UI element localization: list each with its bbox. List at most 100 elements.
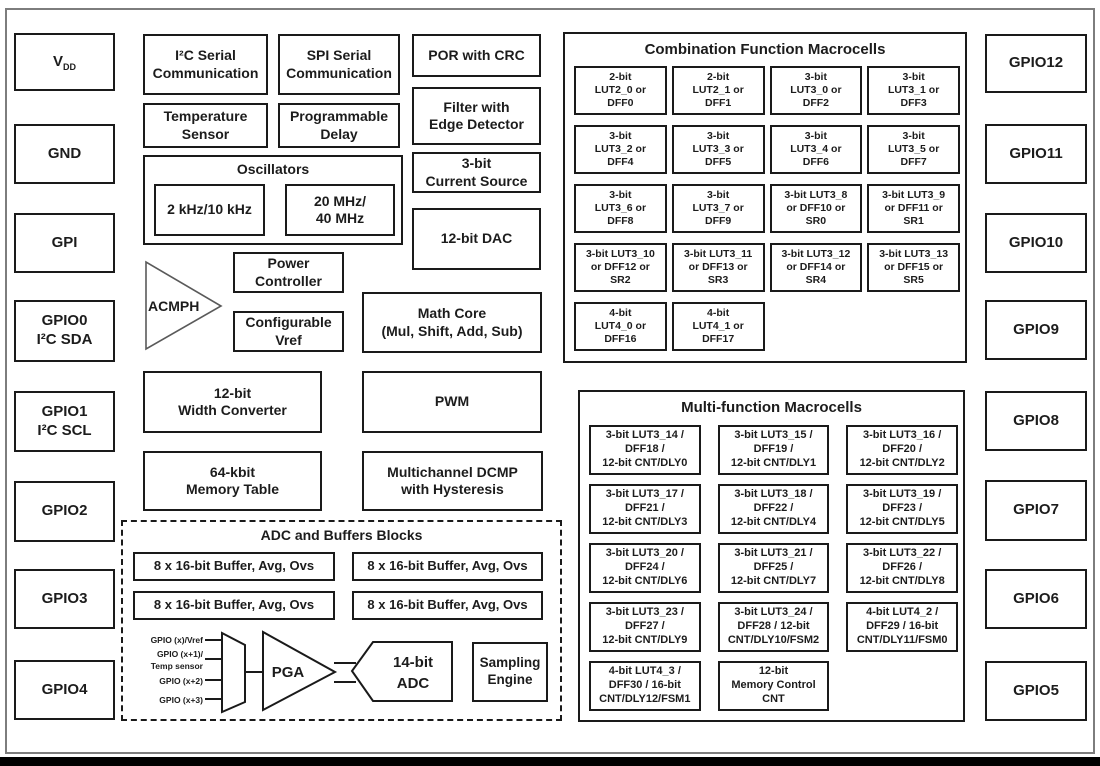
adc-buffers-group: ADC and Buffers Blocks <box>121 520 562 721</box>
block-osc-high: 20 MHz/ 40 MHz <box>285 184 395 236</box>
combination-macrocell: 3-bit LUT3_2 or DFF4 <box>574 125 667 174</box>
combination-macrocell: 3-bit LUT3_1 or DFF3 <box>867 66 960 115</box>
block-sampling-engine: Sampling Engine <box>472 642 548 702</box>
multifunction-macrocell: 4-bit LUT4_2 / DFF29 / 16-bit CNT/DLY11/… <box>846 602 958 652</box>
adc-label-line2: ADC <box>397 675 430 692</box>
pin-gnd: GND <box>14 124 115 184</box>
block-power-controller: Power Controller <box>233 252 344 293</box>
combination-macrocell: 3-bit LUT3_4 or DFF6 <box>769 125 863 174</box>
adc-label-line1: 14-bit <box>393 654 433 671</box>
combination-title: Combination Function Macrocells <box>644 41 886 58</box>
multifunction-macrocell: 3-bit LUT3_15 / DFF19 / 12-bit CNT/DLY1 <box>717 425 830 475</box>
multifunction-macrocell: 4-bit LUT4_3 / DFF30 / 16-bit CNT/DLY12/… <box>589 661 701 711</box>
block-width-converter: 12-bit Width Converter <box>143 371 322 433</box>
oscillators-group: Oscillators 2 kHz/10 kHz 20 MHz/ 40 MHz <box>143 155 403 245</box>
acmph-comparator: ACMPH <box>145 260 223 351</box>
acmph-label: ACMPH <box>148 298 199 314</box>
block-math-core: Math Core (Mul, Shift, Add, Sub) <box>362 292 542 353</box>
adc-input-label-1: GPIO (x)/Vref <box>151 635 204 645</box>
pin-gpio3: GPIO3 <box>14 569 115 629</box>
pin-gpio2: GPIO2 <box>14 481 115 542</box>
block-spi-serial: SPI Serial Communication <box>278 34 400 95</box>
combination-macrocell: 3-bit LUT3_5 or DFF7 <box>867 125 960 174</box>
adc-banner-shape <box>350 641 453 702</box>
multifunction-macrocell: 3-bit LUT3_19 / DFF23 / 12-bit CNT/DLY5 <box>846 484 958 534</box>
combination-macrocell: 3-bit LUT3_9 or DFF11 or SR1 <box>867 184 960 233</box>
block-dac: 12-bit DAC <box>412 208 541 270</box>
block-dcmp: Multichannel DCMP with Hysteresis <box>362 451 543 511</box>
multifunction-macrocell: 3-bit LUT3_18 / DFF22 / 12-bit CNT/DLY4 <box>717 484 830 534</box>
acmph-triangle-shape <box>145 260 223 351</box>
oscillators-title: Oscillators <box>236 161 310 177</box>
pin-gpio5: GPIO5 <box>985 661 1087 721</box>
multifunction-macrocell: 3-bit LUT3_16 / DFF20 / 12-bit CNT/DLY2 <box>846 425 958 475</box>
combination-macrocell: 2-bit LUT2_1 or DFF1 <box>671 66 765 115</box>
pin-gpio1: GPIO1 I²C SCL <box>14 391 115 452</box>
pin-gpio12: GPIO12 <box>985 34 1087 93</box>
pin-gpio7: GPIO7 <box>985 480 1087 541</box>
block-current-source: 3-bit Current Source <box>412 152 541 193</box>
multifunction-macrocell: 12-bit Memory Control CNT <box>717 661 830 711</box>
analog-chain: GPIO (x)/Vref GPIO (x+1)/ Temp sensor GP… <box>151 630 453 714</box>
analog-mux-shape <box>221 631 246 714</box>
block-programmable-delay: Programmable Delay <box>278 103 400 148</box>
multifunction-macrocell: 3-bit LUT3_20 / DFF24 / 12-bit CNT/DLY6 <box>589 543 701 593</box>
adc-input-label-4: GPIO (x+3) <box>159 695 203 705</box>
multifunction-title: Multi-function Macrocells <box>681 399 862 416</box>
block-por-crc: POR with CRC <box>412 34 541 77</box>
pin-gpio11: GPIO11 <box>985 124 1087 184</box>
combination-macrocell: 2-bit LUT2_0 or DFF0 <box>574 66 667 115</box>
pin-gpio4: GPIO4 <box>14 660 115 720</box>
combination-macrocell: 4-bit LUT4_0 or DFF16 <box>574 302 667 351</box>
multifunction-macrocell: 3-bit LUT3_21 / DFF25 / 12-bit CNT/DLY7 <box>717 543 830 593</box>
block-i2c-serial: I²C Serial Communication <box>143 34 268 95</box>
combination-macrocell: 3-bit LUT3_7 or DFF9 <box>671 184 765 233</box>
multifunction-grid: 3-bit LUT3_14 / DFF18 / 12-bit CNT/DLY0 3… <box>589 425 958 711</box>
combination-macrocells: Combination Function Macrocells 2-bit LU… <box>563 32 967 363</box>
block-configurable-vref: Configurable Vref <box>233 311 344 352</box>
combination-macrocell: 3-bit LUT3_11 or DFF13 or SR3 <box>671 243 765 292</box>
bottom-rule <box>0 757 1100 766</box>
combination-macrocell: 3-bit LUT3_6 or DFF8 <box>574 184 667 233</box>
combination-macrocell: 3-bit LUT3_10 or DFF12 or SR2 <box>574 243 667 292</box>
adc-input-wires <box>205 639 356 700</box>
multifunction-macrocell: 3-bit LUT3_14 / DFF18 / 12-bit CNT/DLY0 <box>589 425 701 475</box>
multifunction-macrocells: Multi-function Macrocells 3-bit LUT3_14 … <box>578 390 965 722</box>
pga-triangle-shape <box>262 630 338 712</box>
adc-input-label-2a: GPIO (x+1)/ <box>157 649 204 659</box>
adc-input-label-3: GPIO (x+2) <box>159 676 203 686</box>
buffer-block-3: 8 x 16-bit Buffer, Avg, Ovs <box>133 591 335 620</box>
pin-gpio0: GPIO0 I²C SDA <box>14 300 115 362</box>
combination-macrocell: 3-bit LUT3_12 or DFF14 or SR4 <box>769 243 863 292</box>
block-pwm: PWM <box>362 371 542 433</box>
pin-gpi: GPI <box>14 213 115 273</box>
pin-gpio9: GPIO9 <box>985 300 1087 360</box>
combination-macrocell: 3-bit LUT3_0 or DFF2 <box>769 66 863 115</box>
pin-gpio6: GPIO6 <box>985 569 1087 629</box>
combination-macrocell: 4-bit LUT4_1 or DFF17 <box>671 302 765 351</box>
multifunction-macrocell: 3-bit LUT3_23 / DFF27 / 12-bit CNT/DLY9 <box>589 602 701 652</box>
combination-macrocell: 3-bit LUT3_8 or DFF10 or SR0 <box>769 184 863 233</box>
adc-input-label-2b: Temp sensor <box>151 661 204 671</box>
combination-macrocell: 3-bit LUT3_3 or DFF5 <box>671 125 765 174</box>
block-memory-table: 64-kbit Memory Table <box>143 451 322 511</box>
pin-vdd-main: V <box>52 52 63 70</box>
diagram-frame <box>5 8 1095 754</box>
buffer-block-1: 8 x 16-bit Buffer, Avg, Ovs <box>133 552 335 581</box>
multifunction-macrocell: 3-bit LUT3_24 / DFF28 / 12-bit CNT/DLY10… <box>717 602 830 652</box>
pga-label: PGA <box>272 664 305 681</box>
pin-vdd-sub: DD <box>63 61 76 72</box>
pin-gpio10: GPIO10 <box>985 213 1087 273</box>
multifunction-macrocell: 3-bit LUT3_17 / DFF21 / 12-bit CNT/DLY3 <box>589 484 701 534</box>
buffer-block-4: 8 x 16-bit Buffer, Avg, Ovs <box>352 591 543 620</box>
adc-buffers-title: ADC and Buffers Blocks <box>260 527 423 543</box>
pin-gpio8: GPIO8 <box>985 391 1087 451</box>
block-osc-low: 2 kHz/10 kHz <box>154 184 265 236</box>
multifunction-macrocell: 3-bit LUT3_22 / DFF26 / 12-bit CNT/DLY8 <box>846 543 958 593</box>
combination-macrocell: 3-bit LUT3_13 or DFF15 or SR5 <box>867 243 960 292</box>
block-temperature-sensor: Temperature Sensor <box>143 103 268 148</box>
buffer-block-2: 8 x 16-bit Buffer, Avg, Ovs <box>352 552 543 581</box>
